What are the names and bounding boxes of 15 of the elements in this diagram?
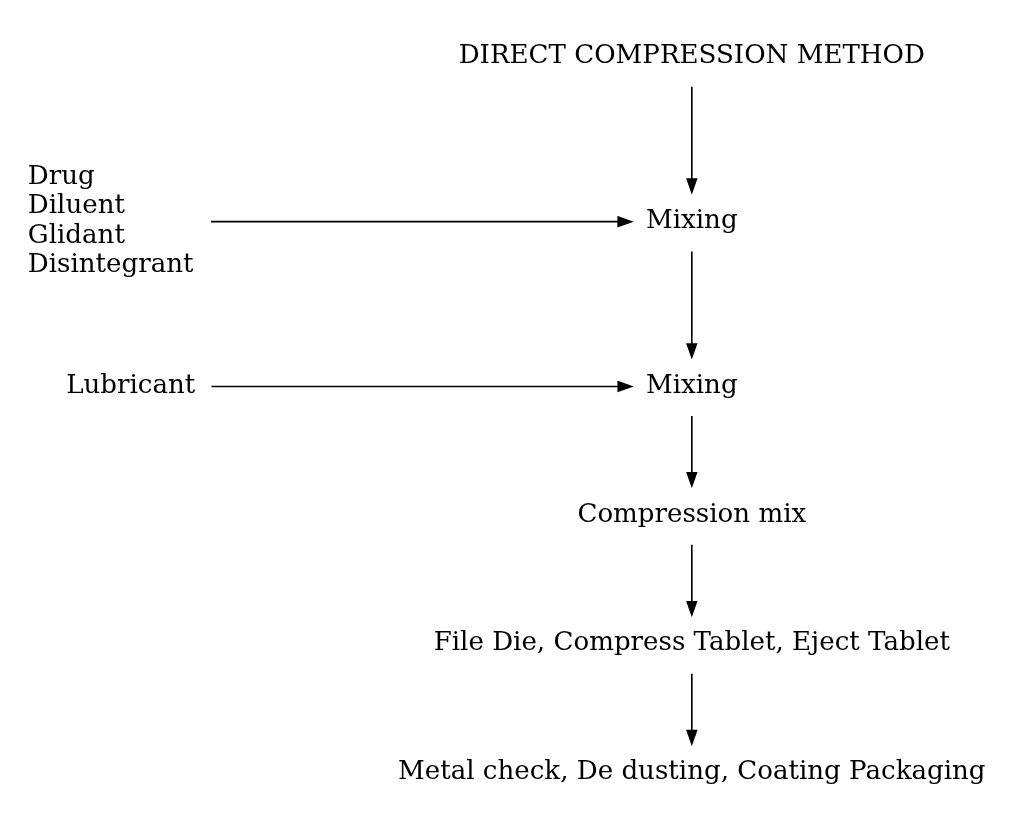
- arrow: [210, 380, 634, 393]
- node-text: Metal check, De dusting, Coating Packaging: [398, 755, 986, 786]
- arrow: [686, 544, 698, 618]
- arrow: [686, 415, 698, 489]
- node-text: Compression mix: [577, 497, 807, 528]
- node-text: Drug Diluent Glidant Disintegrant: [27, 159, 194, 278]
- node-text: File Die, Compress Tablet, Eject Tablet: [433, 626, 950, 657]
- node-text: Mixing: [646, 203, 738, 234]
- node-text: Mixing: [646, 368, 738, 399]
- arrow: [686, 672, 698, 747]
- arrow: [686, 85, 698, 195]
- arrow: [210, 215, 634, 228]
- node-text: Lubricant: [66, 368, 196, 399]
- arrow: [686, 250, 698, 360]
- node-text: DIRECT COMPRESSION METHOD: [458, 39, 925, 70]
